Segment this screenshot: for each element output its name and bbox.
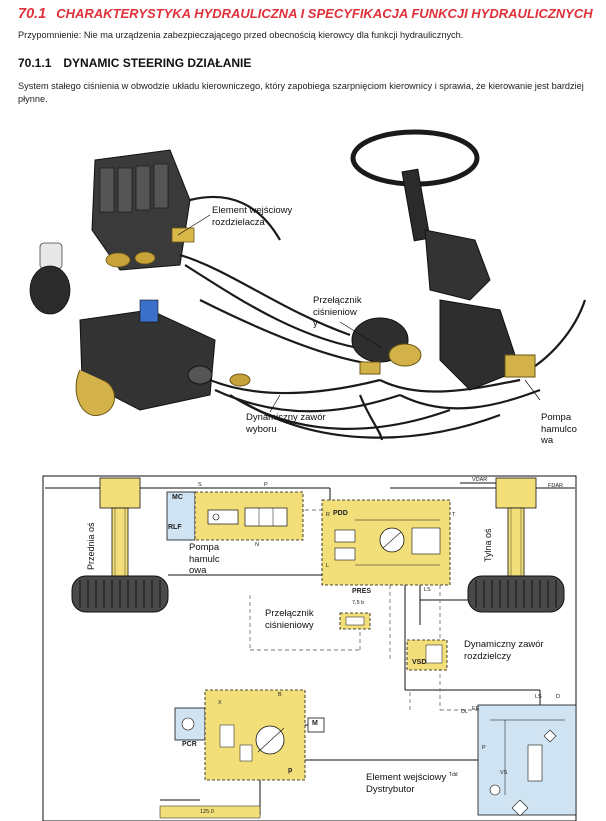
schem-pressure-switch-line1: Przełącznik (265, 608, 314, 619)
tag-l: L (326, 563, 330, 569)
callout-input-element: Element wejściowy rozdzielacza (212, 205, 292, 228)
callout-brake-pump-line1: Pompa (541, 412, 572, 423)
tag-p-right: P (482, 745, 486, 751)
callout-pressure-switch-line1: Przełącznik (313, 295, 362, 306)
section-title: CHARAKTERYSTYKA HYDRAULICZNA I SPECYFIKA… (56, 6, 593, 21)
tag-r: R (326, 512, 330, 518)
pressure-switch-block (339, 612, 371, 630)
schem-selector-valve-line2: rozdzielczy (464, 650, 511, 662)
tag-vsd: VSD (412, 659, 427, 666)
reminder-note: Przypomnienie: Nie ma urządzenia zabezpi… (18, 30, 464, 40)
schem-brake-pump-label: Pompa hamulc owa (189, 542, 220, 577)
callout-pressure-switch-line3: y (313, 318, 318, 329)
steering-column (350, 129, 536, 391)
callout-selector-valve-line1: Dynamiczny zawór (246, 412, 326, 423)
schem-brake-pump-line1: Pompa (189, 542, 220, 553)
tag-ls: LS (424, 587, 431, 593)
schematic-frame (42, 475, 577, 821)
tag-ee: EE (472, 706, 480, 712)
schem-selector-valve-label: Dynamiczny zawór rozdzielczy (464, 639, 544, 662)
tag-rlf: RLF (168, 524, 182, 531)
callout-pressure-switch-line2: ciśnieniow (313, 306, 357, 318)
distributor-block (91, 149, 195, 271)
pump-group (75, 299, 251, 416)
steering-unit (351, 317, 422, 375)
callout-input-element-line1: Element wejściowy (212, 205, 293, 216)
rear-axle (467, 477, 565, 613)
schem-input-element-super: Tdd (448, 772, 458, 778)
tag-pcr: PCR (182, 741, 197, 748)
tag-x: X (218, 700, 222, 706)
tag-mc: MC (172, 494, 183, 501)
schem-selector-valve-line1: Dynamiczny zawór (464, 639, 544, 650)
callout-brake-pump-line3: wa (541, 435, 554, 446)
description-text: System stałego ciśnienia w obwodzie ukła… (18, 81, 584, 104)
tag-d: D (556, 694, 560, 700)
tag-ls2: LS (535, 694, 542, 700)
callout-input-element-line2: rozdzielacza (212, 216, 265, 228)
schem-input-element-text: Element wejściowy (366, 772, 447, 784)
schem-brake-pump-line2: hamulc (189, 553, 220, 565)
tag-p: P (264, 482, 268, 488)
callout-brake-pump: Pompa hamulco wa (541, 412, 577, 447)
tag-t: T (452, 512, 456, 518)
schem-brake-pump-line3: owa (189, 565, 207, 576)
schem-pressure-switch-label: Przełącznik ciśnieniowy (265, 608, 314, 631)
tag-pdd: PDD (333, 510, 348, 517)
tag-fdar: FDAR (548, 483, 563, 489)
schem-pressure-switch-line2: ciśnieniowy (265, 619, 314, 631)
tag-pres: PRES (352, 588, 372, 595)
accumulator (29, 242, 71, 315)
pcr-block (174, 689, 325, 781)
tag-s: S (198, 482, 202, 488)
rear-axle-label: Tylna oś (483, 528, 493, 562)
pdd-block (321, 499, 451, 586)
tag-p-lower: p (288, 767, 293, 774)
schematic-lines (45, 482, 575, 815)
brake-pump-block (166, 491, 304, 541)
distributor-schematic (477, 704, 577, 817)
callout-selector-valve-line2: wyboru (246, 423, 277, 435)
callout-leaders (177, 214, 541, 413)
callout-pressure-switch: Przełącznik ciśnieniow y (313, 295, 362, 330)
front-axle-label: Przednia oś (86, 522, 96, 570)
callout-brake-pump-line2: hamulco (541, 423, 577, 435)
subsection-heading: 70.1.1 DYNAMIC STEERING DZIAŁANIE (18, 56, 251, 70)
tag-n: N (255, 542, 259, 548)
section-number: 70.1 (18, 6, 47, 22)
bottom-bar (159, 805, 261, 819)
tag-bottom-val: 125.0 (200, 809, 214, 815)
schem-distributor-text: Dystrybutor (366, 783, 415, 795)
schem-input-element-line1: Element wejściowy Tdd (366, 770, 458, 784)
tag-b: B (278, 692, 282, 698)
tag-vs: VS (500, 770, 508, 776)
tag-vdar: VDAR (472, 477, 488, 483)
front-axle (71, 477, 169, 613)
schem-input-element-label: Element wejściowy Tdd Dystrybutor (366, 770, 458, 795)
callout-selector-valve: Dynamiczny zawór wyboru (246, 412, 326, 435)
hydraulic-hoses (179, 195, 587, 441)
tag-dl: DL (461, 709, 469, 715)
tag-m: M (312, 720, 318, 727)
subsection-title: DYNAMIC STEERING DZIAŁANIE (63, 56, 252, 70)
subsection-number: 70.1.1 (18, 56, 52, 70)
vsd-block (406, 639, 448, 671)
tag-pres-value: 7,5 b (352, 600, 365, 606)
section-heading: 70.1 CHARAKTERYSTYKA HYDRAULICZNA I SPECY… (18, 6, 593, 22)
